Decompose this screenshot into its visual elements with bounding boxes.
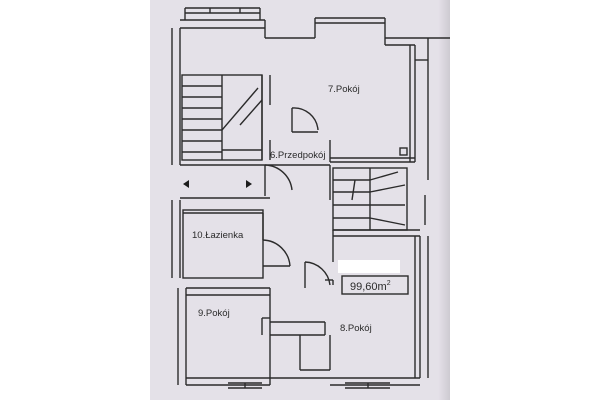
hallway-walls bbox=[180, 164, 331, 200]
redaction-bar bbox=[338, 260, 400, 273]
room-10-label: 10.Łazienka bbox=[192, 230, 244, 241]
room-6-label: 6.Przedpokój bbox=[270, 150, 325, 161]
hallway-door bbox=[264, 164, 293, 196]
room-7-label: 7.Pokój bbox=[328, 84, 360, 95]
top-window-left bbox=[185, 7, 260, 14]
bathroom-door bbox=[262, 239, 291, 267]
room-7-door bbox=[291, 107, 319, 133]
top-window-right bbox=[315, 17, 385, 24]
room-7-walls bbox=[261, 38, 429, 180]
stairwell-left bbox=[181, 74, 263, 161]
arrow-right-icon bbox=[246, 180, 252, 188]
stairwell-right bbox=[332, 167, 408, 231]
area-label: 99,60m2 bbox=[350, 280, 391, 293]
outer-wall-top bbox=[180, 18, 450, 46]
area-box bbox=[341, 275, 409, 295]
room-8-door bbox=[304, 261, 331, 288]
area-exponent: 2 bbox=[387, 280, 391, 287]
room-9-label: 9.Pokój bbox=[198, 308, 230, 319]
bottom-window-left bbox=[228, 382, 262, 389]
bathroom-walls bbox=[182, 209, 264, 279]
room-8-walls bbox=[325, 229, 429, 378]
bottom-wall bbox=[186, 377, 420, 386]
area-value: 99,60m bbox=[350, 281, 387, 293]
outer-wall-left bbox=[171, 28, 187, 385]
paper-sheet bbox=[150, 0, 450, 400]
room-9-walls bbox=[186, 287, 331, 385]
room-8-label: 8.Pokój bbox=[340, 323, 372, 334]
room-7-column bbox=[399, 147, 408, 156]
bottom-window-right bbox=[345, 382, 390, 389]
arrow-left-icon bbox=[183, 180, 189, 188]
